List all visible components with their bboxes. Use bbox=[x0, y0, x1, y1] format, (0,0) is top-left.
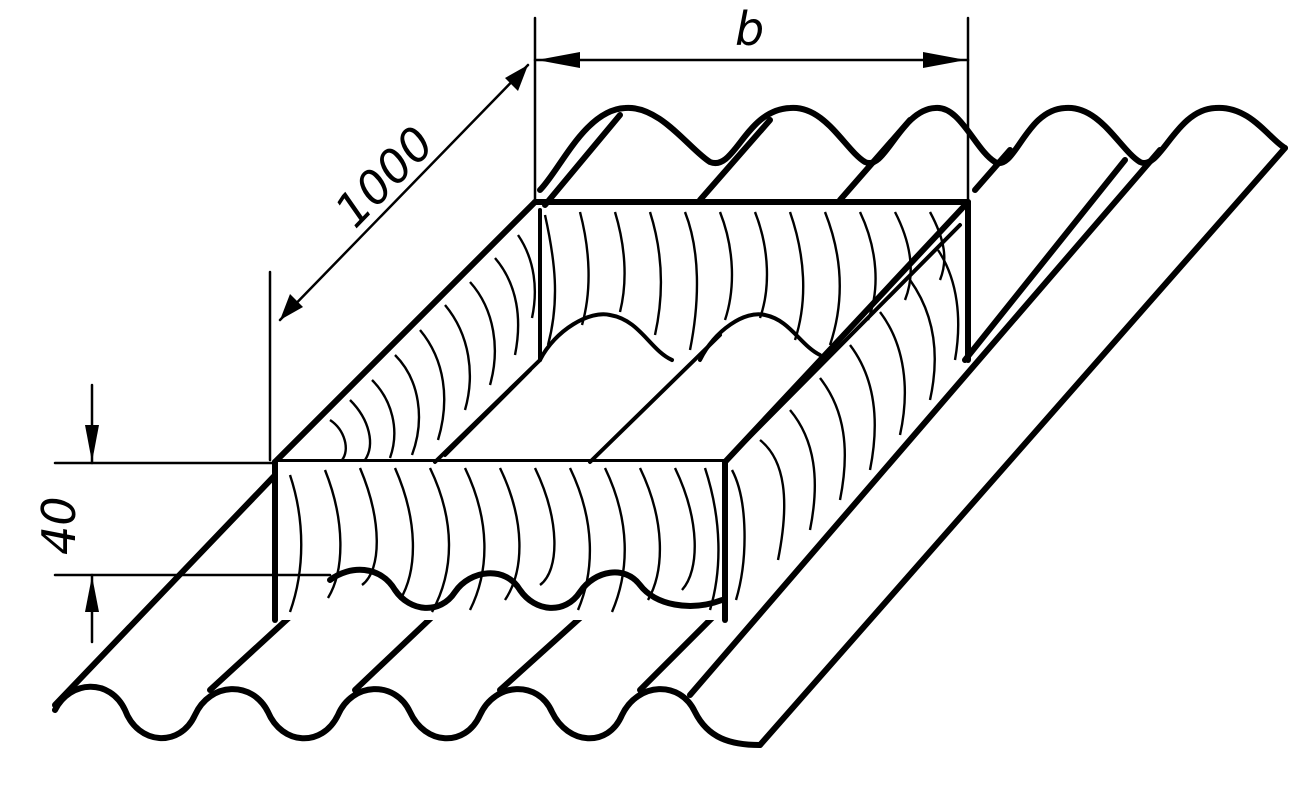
arrow-head bbox=[280, 294, 303, 320]
dimension-height: 40 bbox=[32, 383, 332, 644]
arrow-head bbox=[85, 425, 99, 462]
wood-grain-right bbox=[730, 249, 960, 601]
wood-grain-back bbox=[543, 211, 946, 351]
dimension-length-label: 1000 bbox=[324, 116, 444, 238]
frame-inner-opening bbox=[433, 208, 962, 464]
arrow-head bbox=[505, 65, 528, 91]
dimension-width: b bbox=[533, 2, 970, 202]
sheet-wave-under-frame bbox=[327, 566, 725, 611]
sheet-ridge-lines bbox=[52, 112, 1288, 748]
sheet-front-wave bbox=[52, 683, 763, 748]
dimension-width-label: b bbox=[735, 2, 764, 56]
arrow-head bbox=[537, 52, 580, 68]
wood-grain-front bbox=[288, 467, 720, 613]
wood-grain-left bbox=[329, 234, 537, 461]
arrow-head bbox=[85, 576, 99, 612]
dimension-height-label: 40 bbox=[32, 496, 86, 555]
arrow-head bbox=[923, 52, 966, 68]
